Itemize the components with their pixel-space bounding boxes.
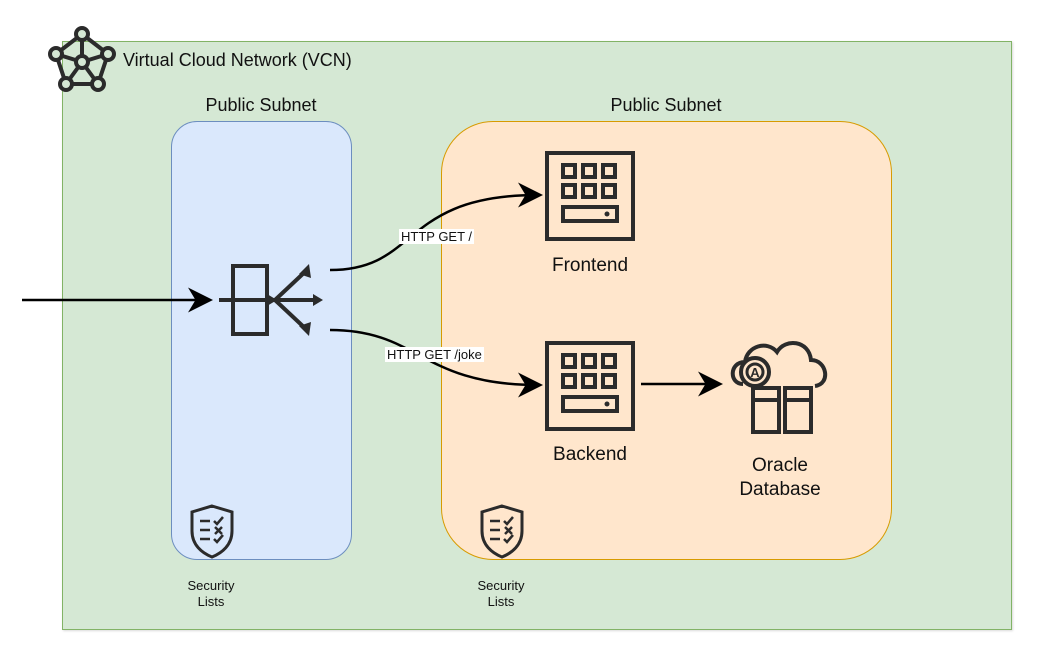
autonomous-database-icon: A	[730, 341, 827, 434]
frontend-label: Frontend	[551, 255, 629, 276]
database-label-line2: Database	[739, 479, 821, 500]
public-subnet-lb	[171, 121, 352, 560]
backend-label: Backend	[553, 444, 627, 465]
security-lists-label-line1: Security	[477, 578, 525, 593]
database-label: Oracle Database	[720, 454, 840, 502]
database-label-line1: Oracle	[752, 455, 808, 476]
vcn-title: Virtual Cloud Network (VCN)	[123, 50, 352, 70]
frontend-compute-icon	[545, 151, 635, 241]
subnet-label-app: Public Subnet	[610, 95, 722, 115]
security-lists-label-line2: Lists	[487, 594, 515, 609]
backend-compute-icon	[545, 341, 635, 431]
security-lists-label-app: Security Lists	[461, 578, 541, 610]
network-icon	[48, 26, 116, 92]
load-balancer-icon	[219, 264, 323, 336]
edge-label-backend: HTTP GET /joke	[385, 347, 484, 362]
edge-label-frontend: HTTP GET /	[399, 229, 475, 244]
security-lists-label-line1: Security	[187, 578, 235, 593]
subnet-label-lb: Public Subnet	[205, 95, 317, 115]
security-lists-label-lb: Security Lists	[171, 578, 251, 610]
public-subnet-app	[441, 121, 892, 560]
security-list-shield-icon	[190, 504, 234, 559]
security-list-shield-icon	[480, 504, 524, 559]
svg-text:A: A	[750, 365, 760, 380]
security-lists-label-line2: Lists	[197, 594, 225, 609]
